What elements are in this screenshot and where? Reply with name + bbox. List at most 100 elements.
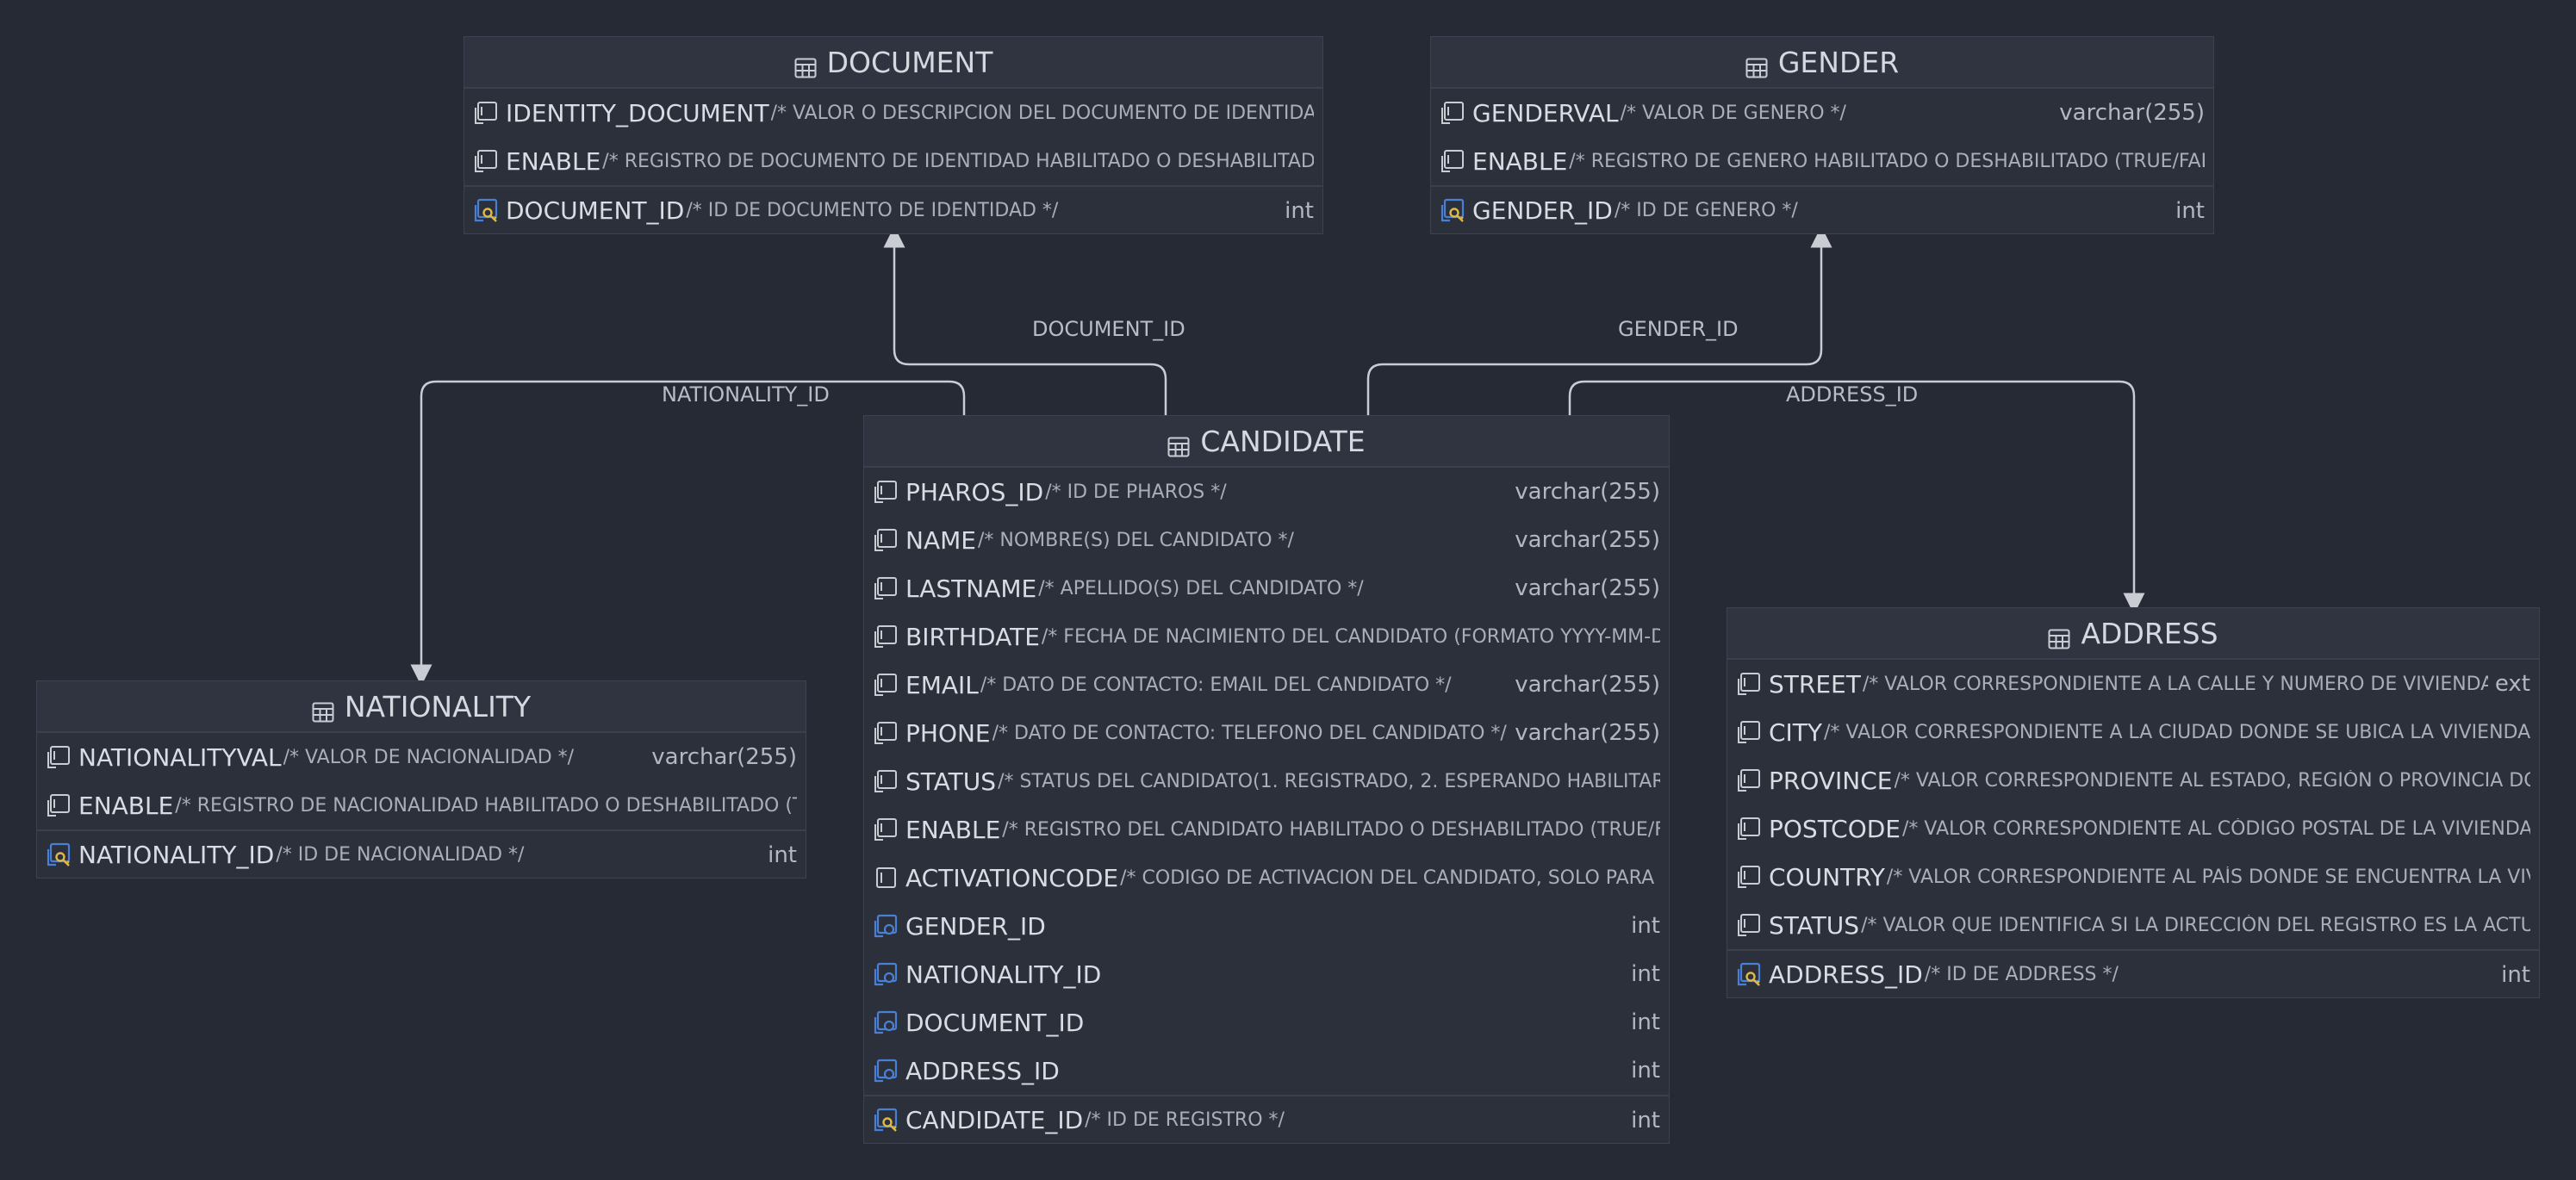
column-comment: /* VALOR CORRESPONDIENTE A LA CALLE Y NU…: [1862, 673, 2522, 695]
column-row-country[interactable]: COUNTRY/* VALOR CORRESPONDIENTE AL PAÍS …: [1727, 853, 2539, 901]
column-name: POSTCODE: [1769, 814, 1901, 843]
column-comment: /* STATUS DEL CANDIDATO(1. REGISTRADO, 2…: [998, 770, 1660, 792]
column-name: NATIONALITY_ID: [905, 960, 1102, 989]
column-icon: [873, 527, 899, 553]
table-icon: [2048, 623, 2070, 649]
column-type: int: [1624, 902, 1660, 950]
column-row-lastname[interactable]: LASTNAME/* APELLIDO(S) DEL CANDIDATO */ v…: [864, 564, 1669, 612]
table-header-nationality[interactable]: NATIONALITY: [37, 681, 806, 733]
link-gender-id[interactable]: [1366, 226, 1832, 415]
column-row-address-id[interactable]: ADDRESS_ID/* ID DE ADDRESS */int: [1727, 949, 2539, 997]
column-row-gender-id[interactable]: GENDER_ID/* ID DE GENERO */int: [1431, 185, 2213, 233]
primary-key-icon: [1736, 961, 1762, 987]
column-row-phone[interactable]: PHONE/* DATO DE CONTACTO: TELEFONO DEL C…: [864, 709, 1669, 757]
foreign-key-icon: [873, 961, 899, 987]
column-row-postcode[interactable]: POSTCODE/* VALOR CORRESPONDIENTE AL CÓDI…: [1727, 804, 2539, 853]
column-name: STATUS: [905, 767, 997, 796]
column-comment: /* VALOR O DESCRIPCION DEL DOCUMENTO DE …: [770, 102, 1314, 124]
link-address-id[interactable]: [1568, 380, 2145, 615]
table-icon: [1745, 52, 1768, 78]
column-row-pharos-id[interactable]: PHAROS_ID/* ID DE PHAROS */varchar(255): [864, 468, 1669, 516]
link-label-address-id: ADDRESS_ID: [1786, 382, 1919, 407]
column-comment: /* ID DE ADDRESS */: [1924, 963, 2119, 985]
column-comment: /* ID DE REGISTRO */: [1085, 1109, 1285, 1131]
column-name: LASTNAME: [905, 574, 1037, 603]
column-comment: /* DATO DE CONTACTO: TELEFONO DEL CANDID…: [992, 722, 1507, 744]
column-name: ADDRESS_ID: [905, 1056, 1060, 1085]
column-comment: /* VALOR CORRESPONDIENTE A LA CIUDAD DON…: [1824, 721, 2530, 743]
column-row-candidate-id[interactable]: CANDIDATE_ID/* ID DE REGISTRO */int: [864, 1095, 1669, 1143]
column-row-status[interactable]: STATUS/* VALOR QUE IDENTIFICA SI LA DIRE…: [1727, 901, 2539, 949]
foreign-key-icon: [873, 913, 899, 939]
column-type: int: [1624, 950, 1660, 998]
link-nationality-id[interactable]: [410, 380, 966, 686]
column-icon: [473, 148, 499, 174]
column-row-activationcode[interactable]: ACTIVATIONCODE/* CODIGO DE ACTIVACION DE…: [864, 854, 1669, 902]
column-row-province[interactable]: PROVINCE/* VALOR CORRESPONDIENTE AL ESTA…: [1727, 756, 2539, 804]
table-nationality[interactable]: NATIONALITY NATIONALITYVAL/* VALOR DE NAC…: [36, 680, 806, 879]
column-comment: /* FECHA DE NACIMIENTO DEL CANDIDATO (FO…: [1041, 625, 1660, 648]
column-row-identity-document[interactable]: IDENTITY_DOCUMENT/* VALOR O DESCRIPCION …: [464, 89, 1322, 137]
column-icon: [873, 479, 899, 505]
foreign-key-icon: [873, 1009, 899, 1035]
column-row-nationalityval[interactable]: NATIONALITYVAL/* VALOR DE NACIONALIDAD *…: [37, 733, 806, 781]
column-row-document-id[interactable]: DOCUMENT_ID/* ID DE DOCUMENTO DE IDENTID…: [464, 185, 1322, 233]
column-row-enable[interactable]: ENABLE/* REGISTRO DE NACIONALIDAD HABILI…: [37, 781, 806, 829]
column-icon: [46, 792, 72, 818]
column-icon: [873, 768, 899, 794]
column-row-status[interactable]: STATUS/* STATUS DEL CANDIDATO(1. REGISTR…: [864, 757, 1669, 805]
column-row-nationality-id[interactable]: NATIONALITY_ID int: [864, 950, 1669, 998]
column-comment: /* REGISTRO DEL CANDIDATO HABILITADO O D…: [1002, 818, 1660, 841]
column-row-city[interactable]: CITY/* VALOR CORRESPONDIENTE A LA CIUDAD…: [1727, 708, 2539, 756]
column-name: PHAROS_ID: [905, 477, 1044, 506]
column-row-nationality-id[interactable]: NATIONALITY_ID/* ID DE NACIONALIDAD */in…: [37, 829, 806, 878]
table-header-document[interactable]: DOCUMENT: [464, 37, 1322, 89]
column-row-enable[interactable]: ENABLE/* REGISTRO DE GENERO HABILITADO O…: [1431, 137, 2213, 185]
column-comment: /* NOMBRE(S) DEL CANDIDATO */: [977, 529, 1294, 551]
column-name: CITY: [1769, 717, 1823, 747]
column-comment: /* ID DE PHAROS */: [1045, 481, 1227, 503]
column-comment: /* VALOR CORRESPONDIENTE AL ESTADO, REGI…: [1894, 769, 2531, 792]
table-document[interactable]: DOCUMENT IDENTITY_DOCUMENT/* VALOR O DESC…: [464, 36, 1323, 234]
column-type: int: [2168, 187, 2205, 233]
column-name: DOCUMENT_ID: [506, 196, 685, 225]
column-type: int: [761, 831, 797, 878]
column-name: BIRTHDATE: [905, 622, 1040, 651]
table-header-candidate[interactable]: CANDIDATE: [864, 416, 1669, 468]
link-label-nationality-id: NATIONALITY_ID: [662, 382, 830, 407]
column-row-enable[interactable]: ENABLE/* REGISTRO DEL CANDIDATO HABILITA…: [864, 805, 1669, 854]
column-type: varchar(255): [1508, 564, 1660, 612]
column-row-genderval[interactable]: GENDERVAL/* VALOR DE GENERO */varchar(25…: [1431, 89, 2213, 137]
column-icon: [1440, 100, 1465, 126]
column-name: PROVINCE: [1769, 766, 1893, 795]
link-document-id[interactable]: [883, 226, 1167, 415]
column-name: STREET: [1769, 669, 1861, 699]
column-icon: [1736, 864, 1762, 890]
link-label-document-id: DOCUMENT_ID: [1032, 317, 1185, 341]
column-comment: /* DATO DE CONTACTO: EMAIL DEL CANDIDATO…: [980, 674, 1452, 696]
column-icon: [873, 720, 899, 746]
column-row-street[interactable]: STREET/* VALOR CORRESPONDIENTE A LA CALL…: [1727, 660, 2539, 708]
column-comment: /* VALOR QUE IDENTIFICA SI LA DIRECCIÓN …: [1861, 914, 2530, 936]
table-header-gender[interactable]: GENDER: [1431, 37, 2213, 89]
table-header-address[interactable]: ADDRESS: [1727, 608, 2539, 660]
column-name: GENDER_ID: [1472, 196, 1613, 225]
table-title: DOCUMENT: [826, 45, 993, 79]
column-comment: /* CODIGO DE ACTIVACION DEL CANDIDATO, S…: [1120, 866, 1660, 889]
column-comment: /* APELLIDO(S) DEL CANDIDATO */: [1038, 577, 1364, 599]
column-name: STATUS: [1769, 910, 1860, 940]
column-row-enable[interactable]: ENABLE/* REGISTRO DE DOCUMENTO DE IDENTI…: [464, 137, 1322, 185]
column-row-email[interactable]: EMAIL/* DATO DE CONTACTO: EMAIL DEL CAND…: [864, 661, 1669, 709]
column-row-name[interactable]: NAME/* NOMBRE(S) DEL CANDIDATO */varchar…: [864, 516, 1669, 564]
column-row-birthdate[interactable]: BIRTHDATE/* FECHA DE NACIMIENTO DEL CAND…: [864, 612, 1669, 661]
column-icon: [873, 624, 899, 649]
column-type: varchar(255): [2052, 89, 2205, 137]
table-title: NATIONALITY: [344, 689, 532, 724]
